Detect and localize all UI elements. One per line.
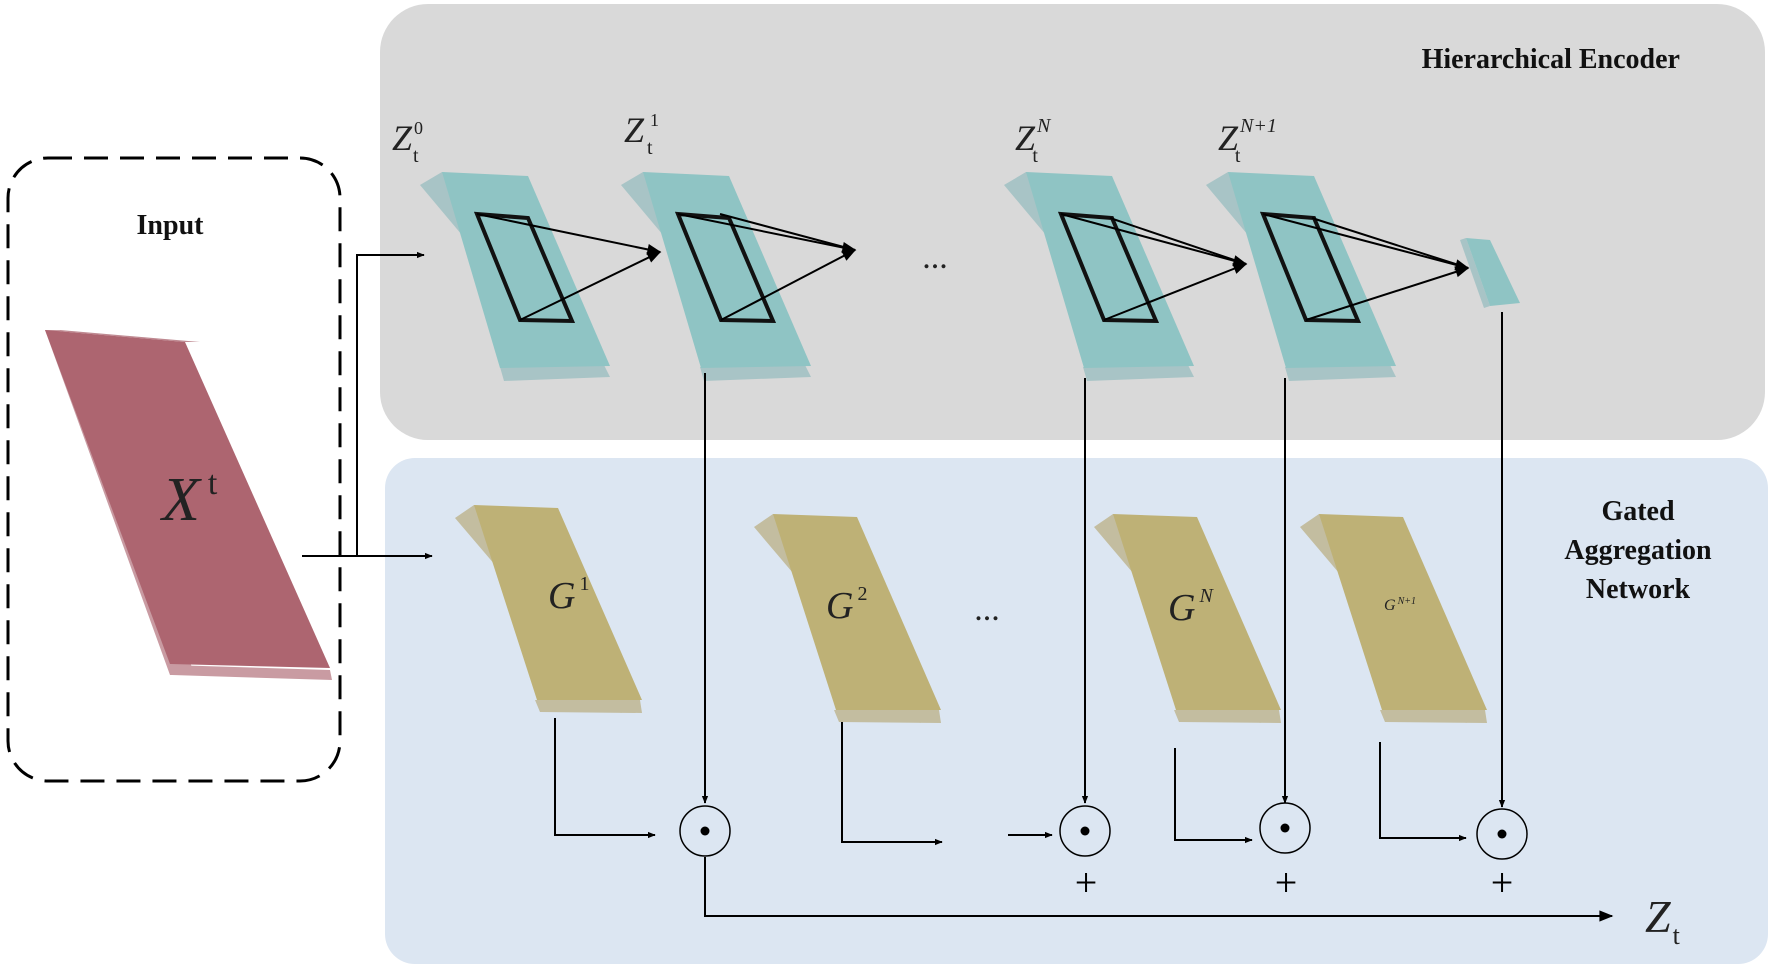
gate-output-arrows	[554, 718, 1467, 846]
encoder-block-zn1	[1206, 172, 1396, 381]
gate-block-gn1	[1300, 514, 1487, 723]
input-panel	[6, 156, 342, 783]
gate-ellipsis: ...	[974, 591, 1000, 628]
plus-sign-final: +	[1491, 860, 1514, 905]
hadamard-op-1	[679, 805, 731, 857]
gated-title-line3: Network	[1586, 574, 1691, 605]
input-block	[45, 330, 332, 680]
encoder-block-zn	[1004, 172, 1194, 381]
gated-title-line2: Aggregation	[1564, 535, 1712, 566]
input-title: Input	[137, 210, 205, 241]
gate-block-g1	[455, 505, 642, 713]
hadamard-op-n	[1059, 805, 1111, 857]
encoder-title: Hierarchical Encoder	[1422, 44, 1680, 75]
encoder-ellipsis: ...	[922, 239, 948, 276]
encoder-block-z0	[420, 172, 610, 381]
encoder-block-final	[1460, 238, 1520, 308]
output-arrow	[704, 857, 1614, 922]
gated-title-line1: Gated	[1601, 496, 1675, 527]
input-arrows	[302, 251, 433, 560]
plus-sign-n1: +	[1275, 860, 1298, 905]
hadamard-op-n1	[1259, 802, 1311, 854]
plus-sign-n: +	[1075, 860, 1098, 905]
encoder-connections	[476, 213, 1470, 321]
hadamard-op-final	[1476, 808, 1528, 860]
output-label: Zt	[1645, 891, 1681, 950]
encoder-to-gate-arrows	[701, 312, 1506, 808]
gate-block-g2	[754, 514, 941, 723]
encoder-block-z1	[621, 172, 811, 381]
gate-block-gn	[1094, 514, 1281, 723]
